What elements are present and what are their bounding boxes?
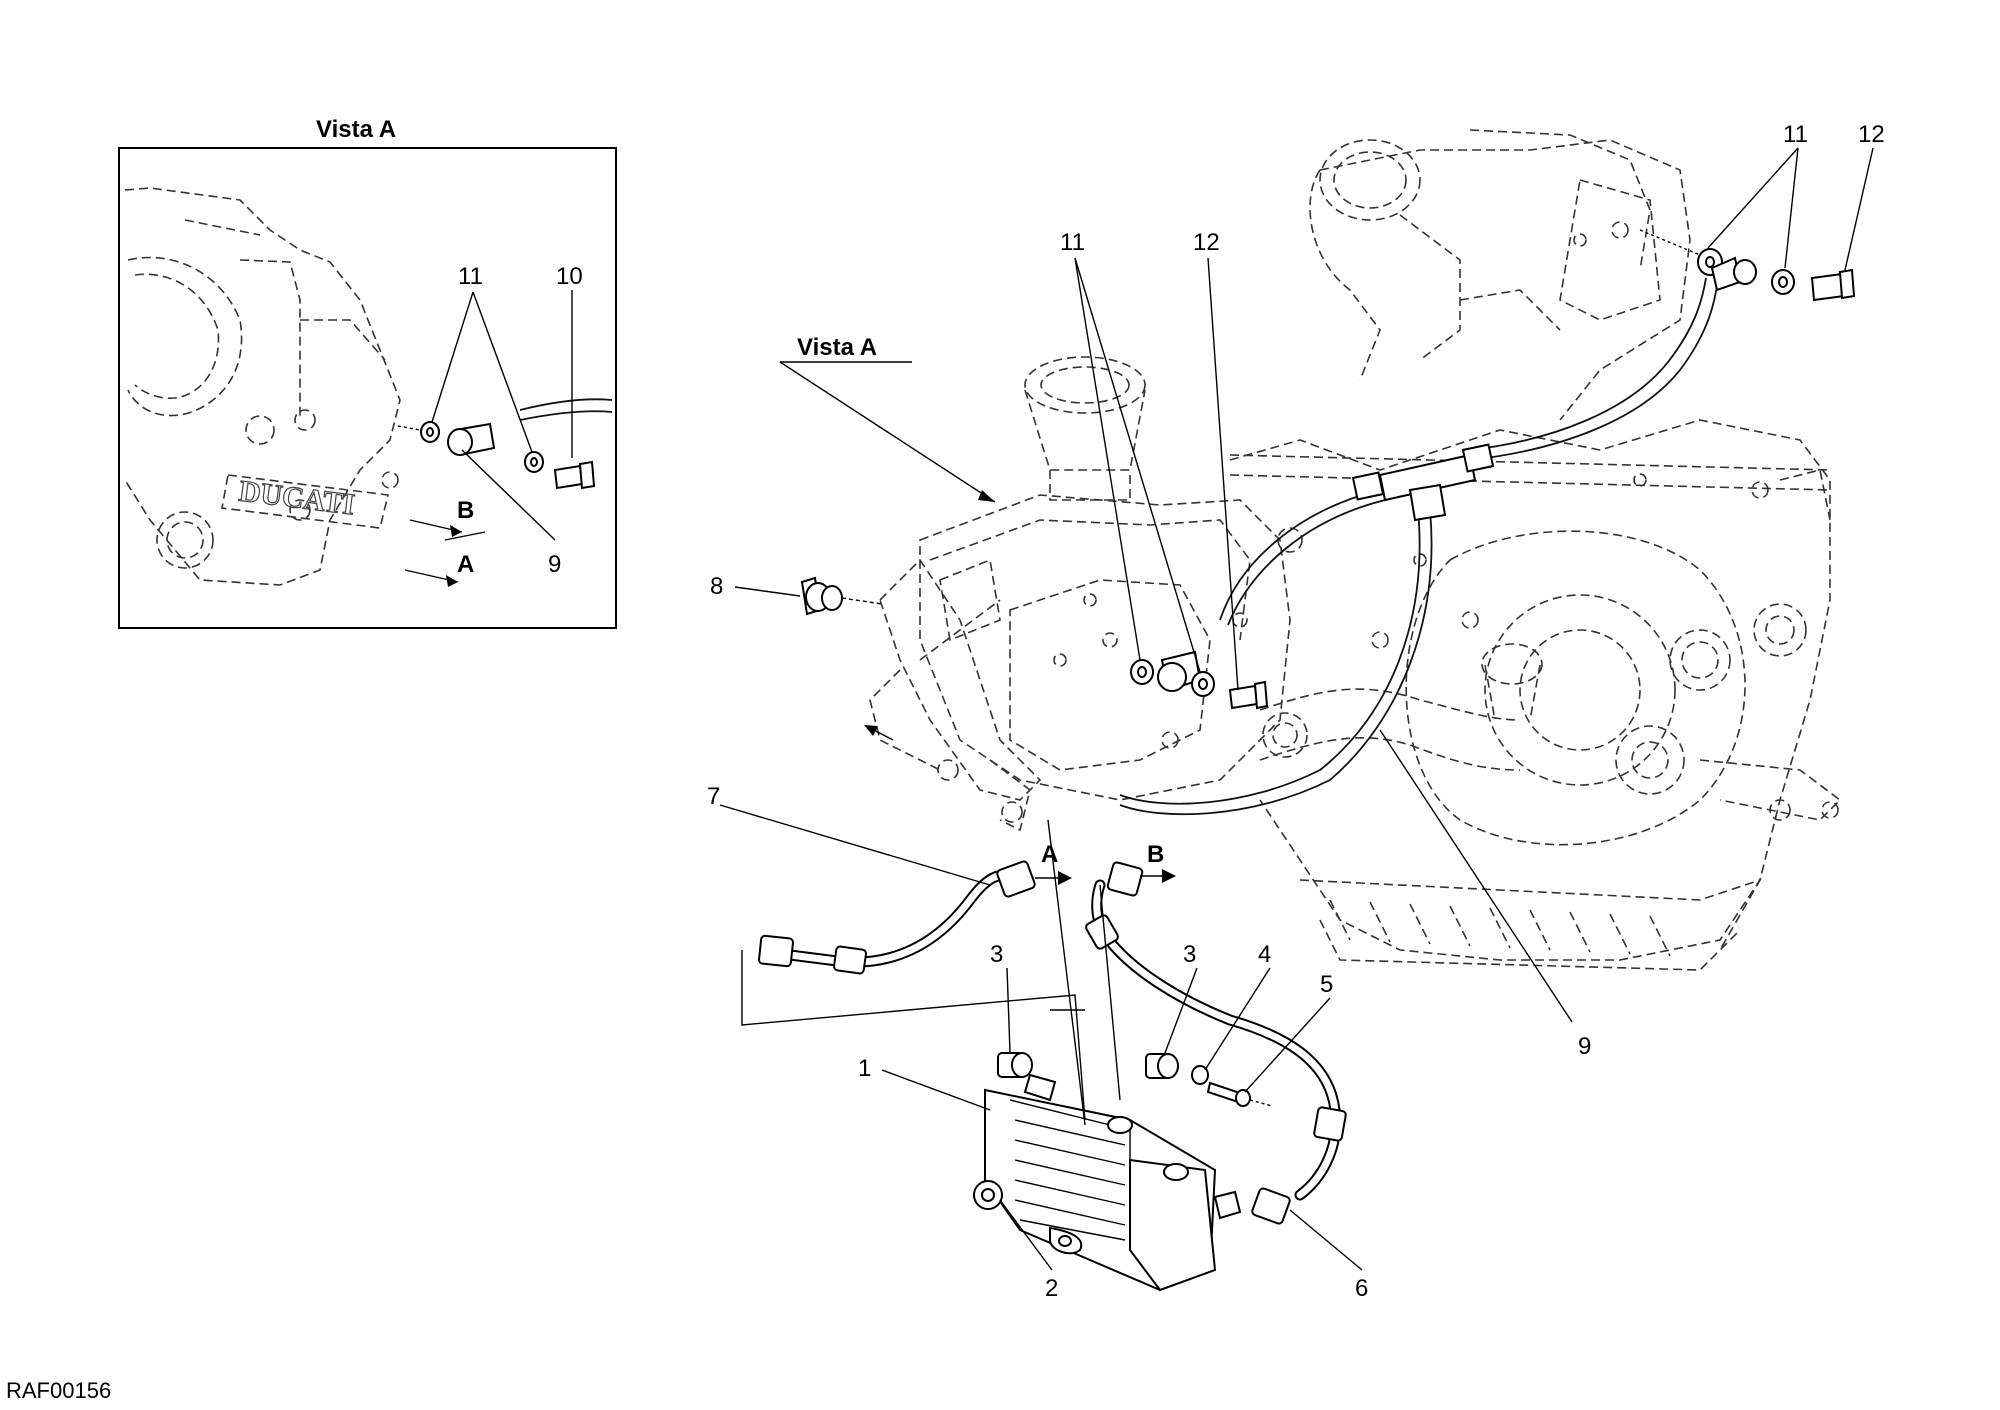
inset-callout-11: 11 (458, 263, 483, 290)
washer-part-4 (1191, 1065, 1209, 1085)
ducati-logo-text: DUCATI (237, 475, 356, 522)
main-view-label: Vista A (797, 334, 877, 361)
callout-11-mid: 11 (1060, 229, 1085, 256)
callout-2: 2 (1045, 1275, 1058, 1302)
callout-4: 4 (1258, 941, 1271, 968)
callout-7: 7 (707, 783, 720, 810)
banjo-bolt-icon (1810, 272, 1846, 302)
rubber-grommets (973, 1052, 1273, 1220)
inset-arrow-a-label: A (457, 551, 474, 578)
inset-flow-arrows (404, 519, 463, 587)
banjo-bolt-icon (1228, 684, 1259, 710)
oil-lines (1119, 229, 1856, 816)
ducati-logo: DUCATI (221, 474, 389, 529)
callout-12-mid: 12 (1193, 229, 1220, 256)
inset-arrow-b-label: B (457, 497, 474, 524)
leader-lines (719, 147, 1874, 1271)
main-arrow-a-label: A (1041, 841, 1058, 868)
engine-block (869, 129, 1842, 971)
main-flow-arrows (864, 725, 1176, 885)
drawing-code: RAF00156 (6, 1378, 111, 1403)
part-8-bolt (800, 576, 883, 616)
hose-7 (758, 860, 1036, 975)
main-arrow-b-label: B (1147, 841, 1164, 868)
inset-parts (397, 421, 596, 490)
oil-line-9-lower (1119, 509, 1433, 816)
oil-cooler (984, 1088, 1217, 1292)
inset-hose (519, 398, 613, 411)
oil-line-rear-head (1469, 279, 1719, 461)
callout-9: 9 (1578, 1033, 1591, 1060)
callout-3-left: 3 (990, 941, 1003, 968)
callout-8: 8 (710, 573, 723, 600)
callout-1: 1 (858, 1055, 871, 1082)
callout-12-top: 12 (1858, 121, 1885, 148)
oil-line-9-upper (1219, 489, 1381, 621)
inset-engine-cover (124, 187, 401, 586)
inset-callout-10: 10 (556, 263, 583, 290)
callout-5: 5 (1320, 971, 1333, 998)
callout-3-right: 3 (1183, 941, 1196, 968)
inset-vista-a: Vista A DUCATI (118, 116, 617, 629)
banjo-bolt-icon (553, 464, 584, 490)
callout-6: 6 (1355, 1275, 1368, 1302)
callout-11-top: 11 (1783, 121, 1808, 148)
main-labels: Vista A 11 12 11 12 8 7 A B 3 3 4 5 1 2 … (707, 121, 1885, 1302)
inset-frame (118, 147, 617, 629)
inset-title: Vista A (316, 116, 396, 143)
inset-callout-9: 9 (548, 551, 561, 578)
